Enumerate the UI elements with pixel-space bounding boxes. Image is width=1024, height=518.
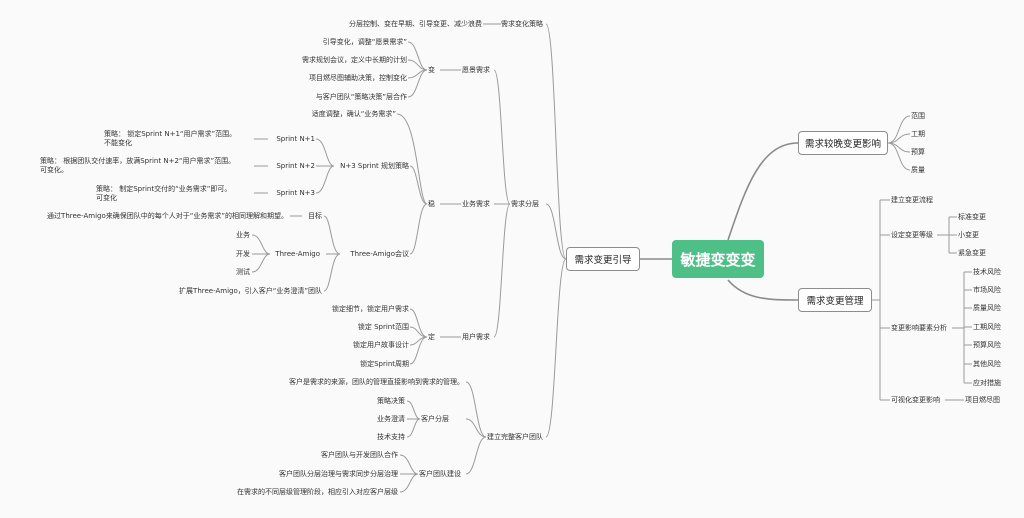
risk-item[interactable]: 工期风险	[973, 323, 1001, 331]
sprint-node[interactable]: Sprint N+2	[276, 162, 315, 170]
business-stable[interactable]: 稳	[428, 200, 435, 208]
customer-intro[interactable]: 客户是需求的来源，团队的管理直接影响到需求的管理。	[289, 378, 464, 386]
strategy-node[interactable]: 需求变化策略	[501, 20, 543, 28]
user-item[interactable]: 锁定用户故事设计	[353, 341, 409, 349]
vision-item[interactable]: 需求规划会议，定义中长期的计划	[302, 56, 407, 64]
vision-item[interactable]: 项目燃尽图辅助决策，控制变化	[309, 74, 407, 82]
level-item[interactable]: 小变更	[958, 231, 979, 239]
amigo-goal-node[interactable]: 目标	[308, 212, 322, 220]
vision-change[interactable]: 变	[428, 66, 435, 74]
amigo-role[interactable]: 业务	[236, 231, 250, 239]
sprint-node[interactable]: Sprint N+3	[276, 189, 315, 197]
strategy-detail[interactable]: 分层控制、变在早期、引导变更、减少浪费	[349, 20, 482, 28]
user-node[interactable]: 用户需求	[462, 333, 490, 341]
user-item[interactable]: 锁定 Sprint范围	[357, 323, 409, 331]
risk-item[interactable]: 技术风险	[973, 268, 1001, 276]
amigo-team-node[interactable]: Three-Amigo	[275, 250, 320, 258]
amigo-role[interactable]: 测试	[236, 268, 250, 276]
sprint-node[interactable]: Sprint N+1	[276, 135, 315, 143]
late-impact-item[interactable]: 质量	[911, 166, 925, 174]
business-adjust[interactable]: 适度调整，确认“业务需求”	[311, 110, 396, 118]
vision-item[interactable]: 与客户团队“策略决策”层合作	[315, 93, 407, 101]
amigo-extend[interactable]: 扩展Three-Amigo，引入客户“业务澄清”团队	[179, 287, 322, 295]
level-item[interactable]: 紧急变更	[958, 249, 986, 257]
process-node[interactable]: 建立变更流程	[891, 196, 933, 204]
topic-late-change-impact[interactable]: 需求较晚变更影响	[798, 131, 888, 155]
visual-item[interactable]: 项目燃尽图	[965, 396, 1000, 404]
user-fixed[interactable]: 定	[428, 333, 435, 341]
customer-building-item[interactable]: 在需求的不同层级管理阶段，相应引入对应客户层级	[237, 488, 398, 496]
root-topic[interactable]: 敏捷变变变	[672, 240, 764, 278]
customer-layering-node[interactable]: 客户分层	[421, 415, 449, 423]
risk-item[interactable]: 其他风险	[973, 360, 1001, 368]
sprint-detail[interactable]: 策略： 锁定Sprint N+1“用户需求”范围。 不能变化	[104, 130, 237, 147]
visual-node[interactable]: 可视化变更影响	[891, 396, 940, 404]
customer-node[interactable]: 建立完整客户团队	[487, 433, 543, 441]
late-impact-item[interactable]: 预算	[911, 148, 925, 156]
vision-node[interactable]: 愿景需求	[462, 66, 490, 74]
topic-change-guide[interactable]: 需求变更引导	[566, 247, 640, 271]
user-item[interactable]: 锁定细节，锁定用户需求	[332, 305, 409, 313]
risk-item[interactable]: 预算风险	[973, 341, 1001, 349]
levels-node[interactable]: 设定变更等级	[891, 231, 933, 239]
sprint-detail[interactable]: 策略： 根据团队交付速率，放满Sprint N+2“用户需求”范围。 可变化。	[40, 157, 236, 174]
customer-layer-item[interactable]: 技术支持	[377, 433, 405, 441]
layers-node[interactable]: 需求分层	[511, 200, 539, 208]
risk-item[interactable]: 应对措施	[973, 379, 1001, 387]
customer-building-node[interactable]: 客户团队建设	[419, 470, 461, 478]
customer-layer-item[interactable]: 策略决策	[377, 397, 405, 405]
risk-item[interactable]: 市场风险	[973, 286, 1001, 294]
late-impact-item[interactable]: 范围	[911, 112, 925, 120]
customer-building-item[interactable]: 客户团队与开发团队合作	[321, 451, 398, 459]
customer-building-item[interactable]: 客户团队分层治理与需求同步分层治理	[279, 470, 398, 478]
customer-layer-item[interactable]: 业务澄清	[377, 415, 405, 423]
topic-change-management[interactable]: 需求变更管理	[798, 288, 872, 312]
three-amigo-node[interactable]: Three-Amigo会议	[350, 250, 409, 258]
business-node[interactable]: 业务需求	[462, 200, 490, 208]
analysis-node[interactable]: 变更影响要素分析	[891, 324, 947, 332]
amigo-goal-detail[interactable]: 通过Three-Amigo来确保团队中的每个人对于“业务需求”的相同理解和期望。	[47, 212, 288, 220]
risk-item[interactable]: 质量风险	[973, 304, 1001, 312]
vision-item[interactable]: 引导变化，调整“愿景需求”	[322, 38, 407, 46]
sprint-detail[interactable]: 策略： 制定Sprint交付的“业务需求”即可。 可变化	[96, 185, 232, 202]
level-item[interactable]: 标准变更	[958, 213, 986, 221]
user-item[interactable]: 锁定Sprint周期	[360, 360, 409, 368]
amigo-role[interactable]: 开发	[236, 250, 250, 258]
late-impact-item[interactable]: 工期	[911, 130, 925, 138]
sprint-plan-node[interactable]: N+3 Sprint 规划策略	[340, 162, 409, 170]
